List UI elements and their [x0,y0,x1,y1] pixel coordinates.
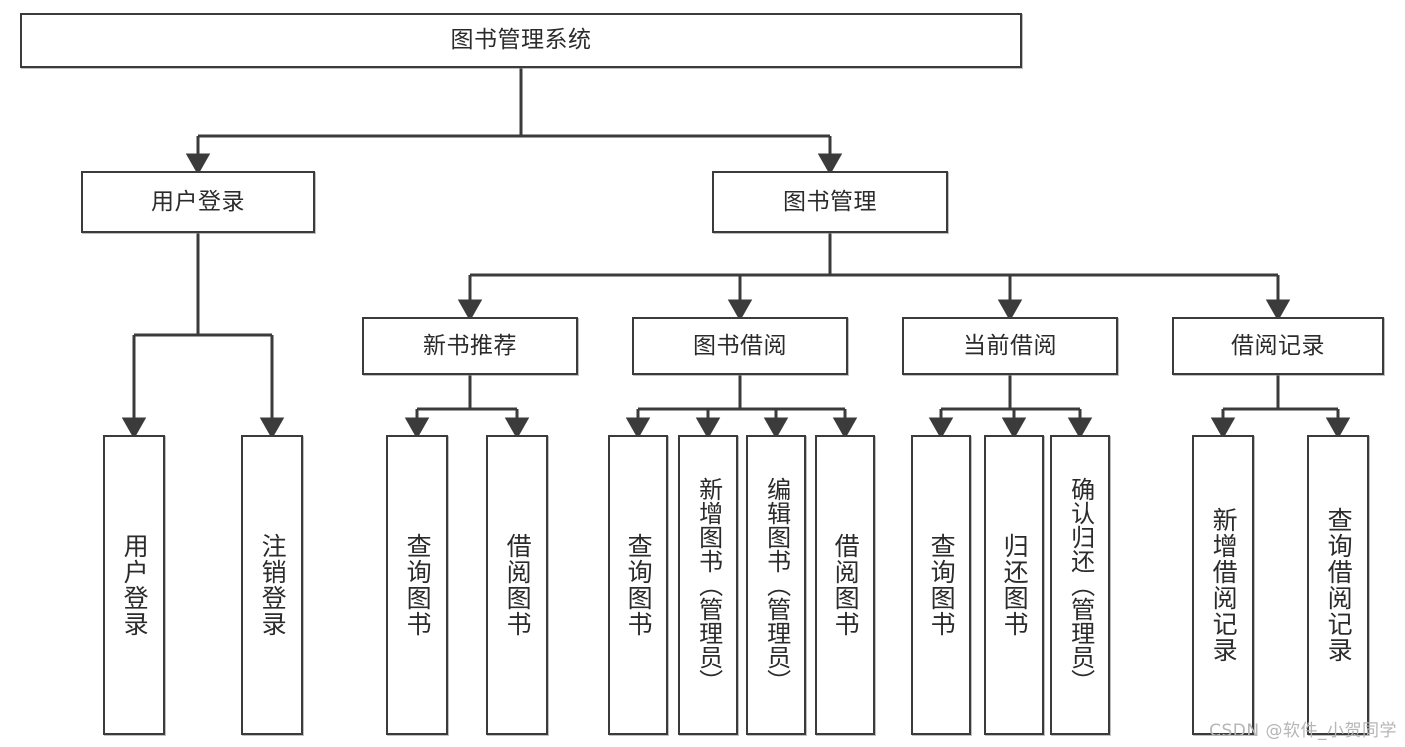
node-borrow-record-label: 借阅记录 [1231,332,1325,359]
node-leaf-borrow-borrow-book[interactable]: 借阅图书 [815,435,875,735]
node-leaf-record-query-label: 查询借阅记录 [1324,507,1354,663]
node-leaf-rec-query-book[interactable]: 查询图书 [386,435,448,735]
node-book-manage[interactable]: 图书管理 [712,171,948,233]
watermark: CSDN @软件_小贺同学 [1209,721,1397,741]
node-book-manage-label: 图书管理 [783,188,877,215]
node-leaf-current-query-book[interactable]: 查询图书 [911,435,971,735]
node-leaf-borrow-add-book-label: 新增图书（管理员） [694,477,723,693]
node-leaf-record-add-label: 新增借阅记录 [1209,507,1239,663]
node-leaf-user-logout-label: 注销登录 [258,533,288,637]
node-leaf-current-confirm-return[interactable]: 确认归还（管理员） [1050,435,1110,735]
node-leaf-current-return-book[interactable]: 归还图书 [984,435,1044,735]
node-leaf-user-logout[interactable]: 注销登录 [241,435,303,735]
node-leaf-user-login[interactable]: 用户登录 [103,435,165,735]
node-new-book-recommend[interactable]: 新书推荐 [362,317,578,375]
node-leaf-user-login-label: 用户登录 [120,533,150,637]
node-leaf-rec-query-book-label: 查询图书 [403,533,433,637]
node-leaf-current-return-book-label: 归还图书 [1000,533,1030,637]
node-book-borrow-label: 图书借阅 [693,332,787,359]
node-leaf-rec-borrow-book[interactable]: 借阅图书 [486,435,548,735]
node-leaf-borrow-edit-book-label: 编辑图书（管理员） [762,477,791,693]
node-leaf-borrow-add-book[interactable]: 新增图书（管理员） [678,435,738,735]
node-borrow-record[interactable]: 借阅记录 [1172,317,1384,375]
node-current-borrow-label: 当前借阅 [963,332,1057,359]
node-leaf-borrow-borrow-book-label: 借阅图书 [831,533,861,637]
node-leaf-borrow-query-book[interactable]: 查询图书 [608,435,668,735]
node-root[interactable]: 图书管理系统 [20,13,1022,68]
node-leaf-borrow-query-book-label: 查询图书 [624,533,654,637]
node-leaf-borrow-edit-book[interactable]: 编辑图书（管理员） [746,435,806,735]
node-current-borrow[interactable]: 当前借阅 [902,317,1118,375]
node-leaf-record-query[interactable]: 查询借阅记录 [1307,435,1369,735]
node-leaf-current-query-book-label: 查询图书 [927,533,957,637]
node-new-book-recommend-label: 新书推荐 [423,332,517,359]
node-user-login-label: 用户登录 [151,188,245,215]
node-leaf-record-add[interactable]: 新增借阅记录 [1192,435,1254,735]
node-user-login[interactable]: 用户登录 [81,171,315,233]
node-book-borrow[interactable]: 图书借阅 [632,317,848,375]
node-leaf-current-confirm-return-label: 确认归还（管理员） [1066,477,1095,693]
node-leaf-rec-borrow-book-label: 借阅图书 [503,533,533,637]
node-root-label: 图书管理系统 [450,27,592,54]
